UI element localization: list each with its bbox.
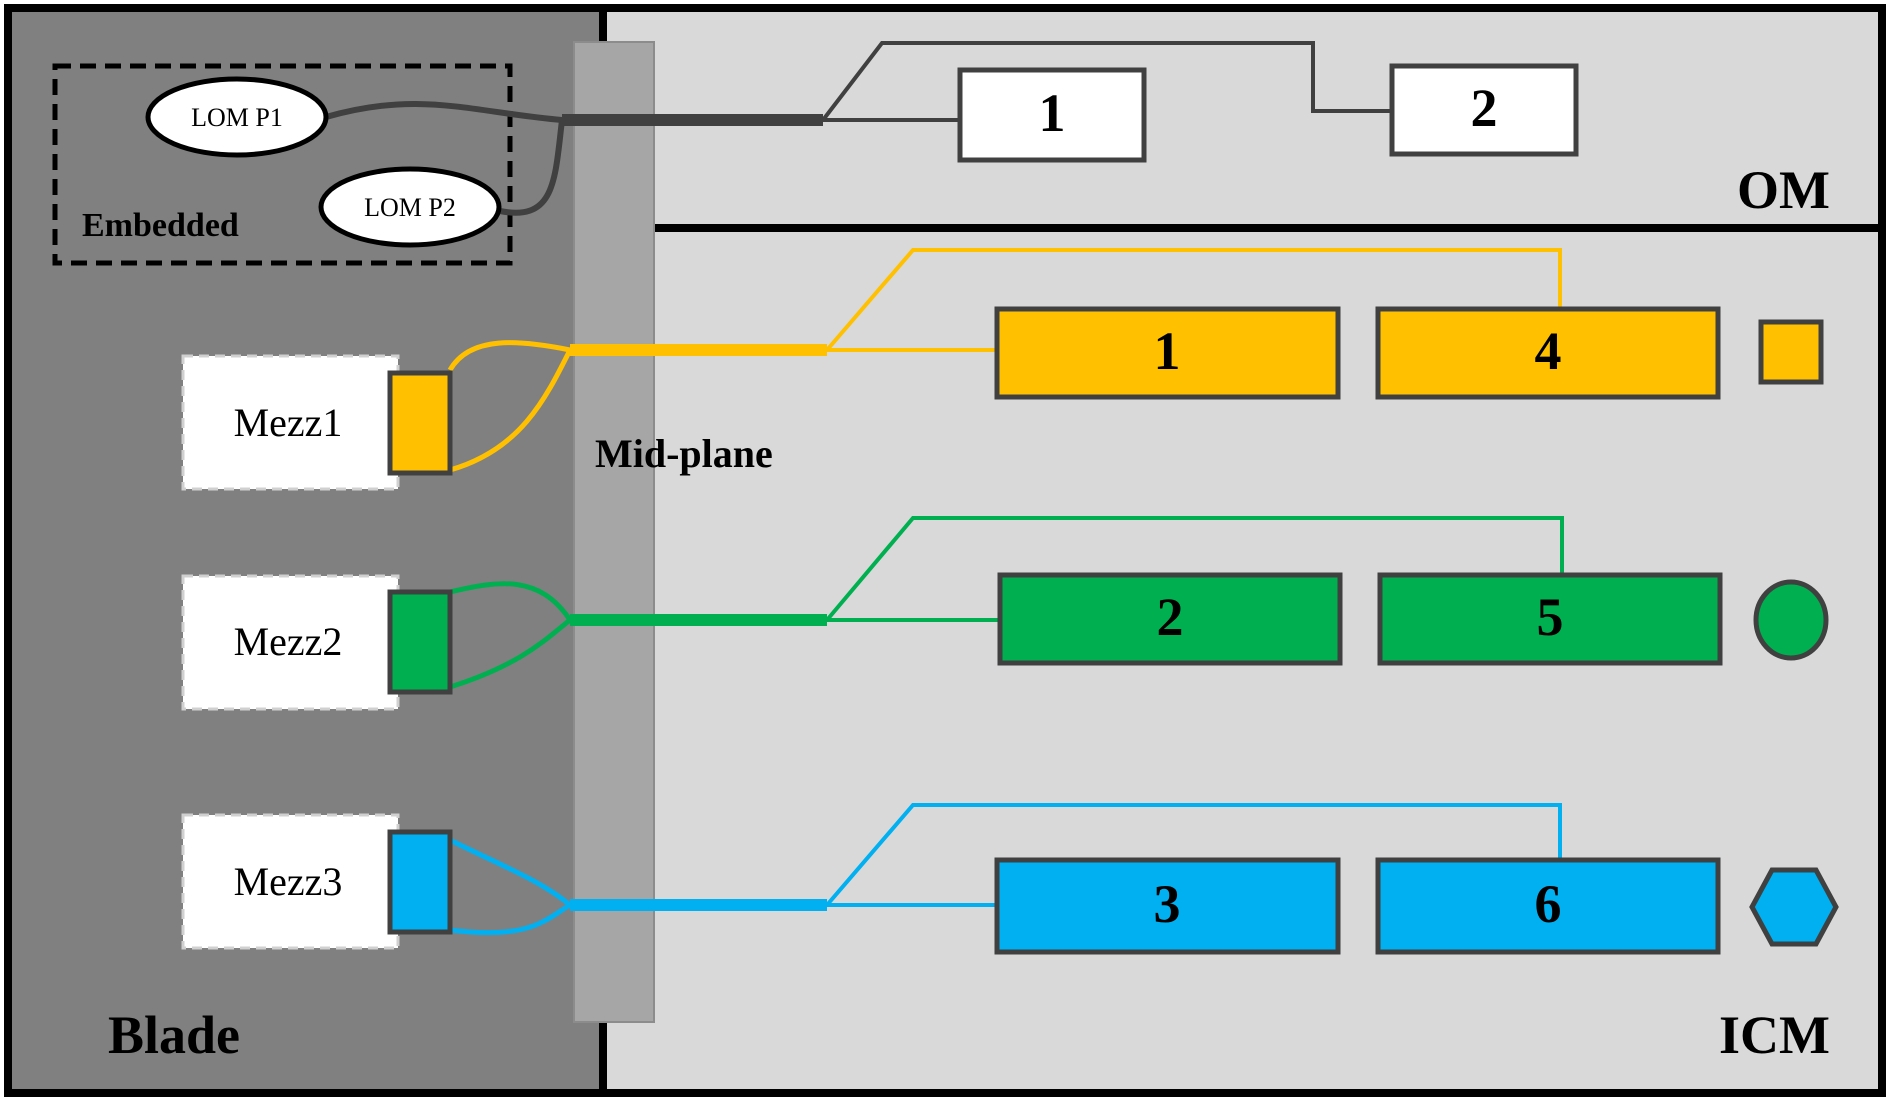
om-module-1: 1: [957, 67, 1147, 163]
midplane-label: Mid-plane: [595, 431, 773, 476]
mezz3-port: [387, 829, 453, 935]
midplane-bar: [573, 41, 655, 1023]
icm-module-1: 1: [994, 306, 1341, 400]
icm-label: ICM: [1719, 1005, 1830, 1065]
om-label: OM: [1737, 160, 1830, 220]
icm-module-5: 5: [1377, 572, 1723, 666]
embedded-label: Embedded: [82, 207, 239, 244]
om-module-1-label: 1: [1039, 83, 1066, 143]
icm-module-4: 4: [1375, 306, 1721, 400]
mezz1-card: Mezz1: [181, 354, 453, 491]
icm-module-6-label: 6: [1535, 874, 1562, 934]
embedded-region: [52, 63, 513, 266]
om-module-2: 2: [1389, 63, 1579, 157]
icm-module-4-label: 4: [1535, 321, 1562, 381]
icm-module-2-label: 2: [1157, 587, 1184, 647]
icm-module-6: 6: [1375, 857, 1721, 955]
icm-module-3: 3: [994, 857, 1341, 955]
square-icon: [1758, 319, 1824, 385]
om-module-2-label: 2: [1471, 78, 1498, 138]
yellow-wiring: [447, 248, 1562, 473]
mezz2-card: Mezz2: [181, 574, 453, 711]
lom-p2-label: LOM P2: [364, 193, 456, 222]
icm-module-1-label: 1: [1154, 321, 1181, 381]
icm-module-2: 2: [997, 572, 1343, 666]
hexagon-icon: [1749, 867, 1839, 947]
mezz3-label: Mezz3: [234, 859, 343, 904]
mezz1-port: [387, 370, 453, 476]
lom-p2-port: [318, 166, 502, 248]
lom-p1-label: LOM P1: [191, 103, 283, 132]
mezz3-card: Mezz3: [181, 813, 453, 950]
circle-icon: [1753, 579, 1829, 661]
icm-module-3-label: 3: [1154, 874, 1181, 934]
chassis-frame: [4, 4, 1886, 1097]
om-wiring: [325, 41, 1392, 216]
lom-p2-wire: [499, 119, 565, 216]
blue-wiring: [448, 803, 1562, 936]
mezz2-label: Mezz2: [234, 619, 343, 664]
blade-label: Blade: [108, 1005, 240, 1065]
mezz2-port: [387, 589, 453, 695]
mezz1-label: Mezz1: [234, 400, 343, 445]
green-wiring: [449, 516, 1564, 690]
icm-module-5-label: 5: [1537, 587, 1564, 647]
om-branch-2: [821, 41, 1392, 122]
lom-p1-wire: [325, 100, 563, 123]
lom-p1-port: [145, 76, 329, 158]
